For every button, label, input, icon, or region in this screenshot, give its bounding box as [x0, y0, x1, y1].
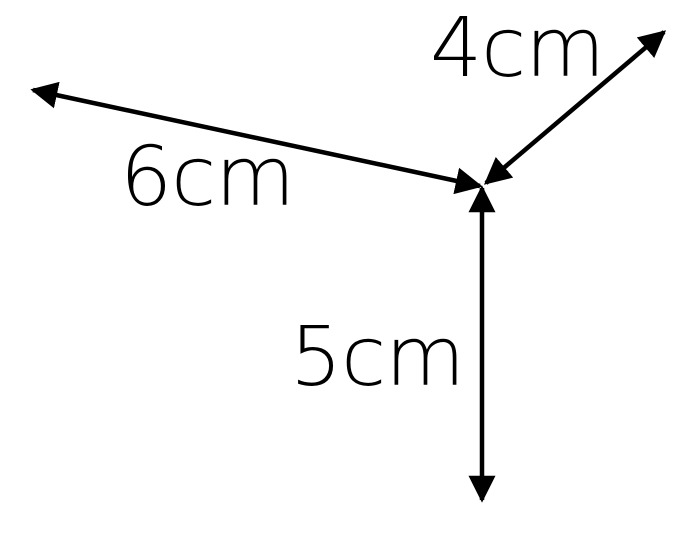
- label-5cm: 5cm: [290, 310, 464, 405]
- arrow-6cm: [30, 81, 483, 195]
- arrow-4cm: [483, 30, 667, 185]
- label-4cm: 4cm: [430, 1, 604, 96]
- label-6cm: 6cm: [120, 130, 294, 225]
